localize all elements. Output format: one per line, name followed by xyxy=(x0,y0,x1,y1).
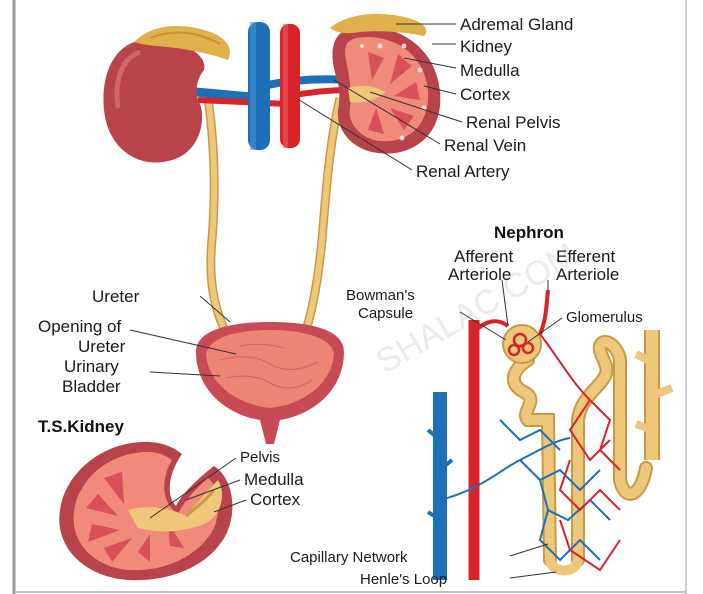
label-opening-of-ureter-line2: Ureter xyxy=(78,337,126,356)
left-renal-artery xyxy=(198,100,288,104)
label-kidney: Kidney xyxy=(460,37,512,56)
bowmans-capsule xyxy=(503,325,541,363)
label-urinary-bladder-line2: Bladder xyxy=(62,377,121,396)
label-opening-of-ureter-line1: Opening of xyxy=(38,317,121,336)
label-efferent-line1: Efferent xyxy=(556,247,616,266)
label-ureter: Ureter xyxy=(92,287,140,306)
label-urinary-bladder-line1: Urinary xyxy=(64,357,119,376)
label-efferent-line2: Arteriole xyxy=(556,265,619,284)
nephron-title: Nephron xyxy=(494,223,564,242)
label-glomerulus: Glomerulus xyxy=(566,309,643,326)
label-afferent-line1: Afferent xyxy=(454,247,514,266)
label-renal-artery: Renal Artery xyxy=(416,162,510,181)
ts-kidney-figure xyxy=(59,442,232,580)
label-adrenal-gland: Adremal Gland xyxy=(460,15,573,34)
label-renal-vein: Renal Vein xyxy=(444,136,526,155)
label-bowmans-line1: Bowman's xyxy=(346,287,415,304)
right-renal-vein xyxy=(262,79,350,86)
ts-label-medulla: Medulla xyxy=(244,470,304,489)
label-henles-loop: Henle's Loop xyxy=(360,571,447,588)
ts-label-pelvis: Pelvis xyxy=(240,449,280,466)
ts-kidney-title: T.S.Kidney xyxy=(38,417,125,436)
label-medulla: Medulla xyxy=(460,61,520,80)
ts-label-cortex: Cortex xyxy=(250,490,301,509)
label-afferent-line2: Arteriole xyxy=(448,265,511,284)
label-renal-pelvis: Renal Pelvis xyxy=(466,113,561,132)
label-capillary-network: Capillary Network xyxy=(290,549,408,566)
label-cortex: Cortex xyxy=(460,85,511,104)
label-bowmans-line2: Capsule xyxy=(358,305,413,322)
efferent-arteriole xyxy=(540,290,548,334)
